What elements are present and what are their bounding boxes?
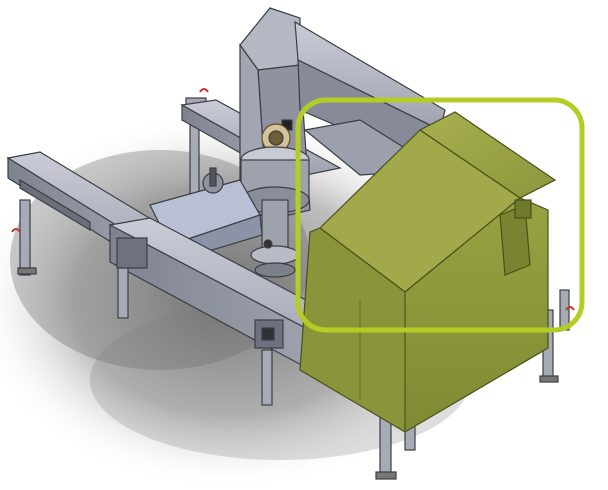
highlighted-housing: [299, 111, 557, 434]
drum-assembly: [240, 146, 310, 278]
selection-highlight-frame: [295, 97, 585, 333]
central-mast: [239, 7, 446, 222]
